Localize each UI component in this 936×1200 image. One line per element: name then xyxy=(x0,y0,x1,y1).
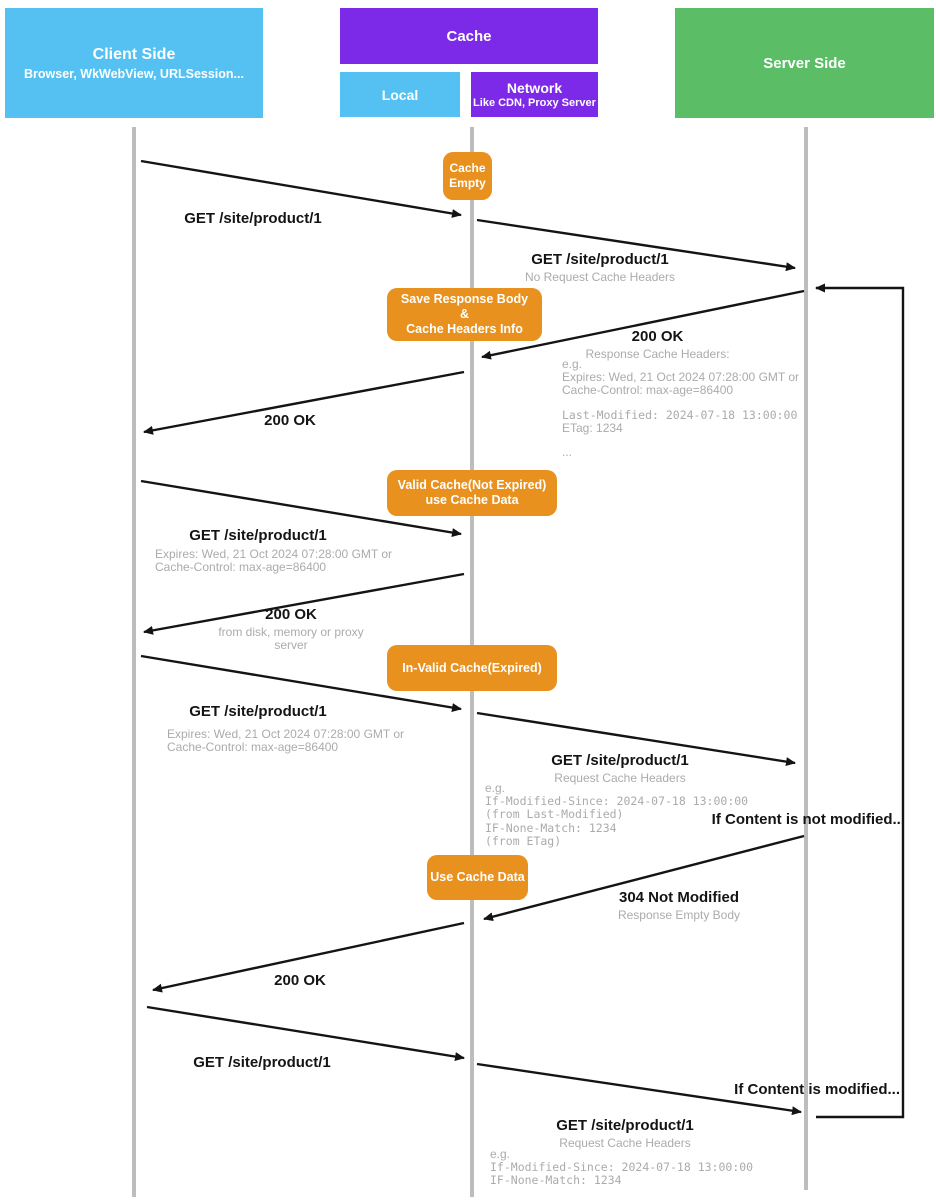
flag-not-modified: If Content is not modified... xyxy=(711,811,905,828)
cache-title: Cache xyxy=(446,27,492,45)
network-title: Network xyxy=(506,80,563,96)
msg-req1-forward: GET /site/product/1 No Request Cache Hea… xyxy=(524,251,676,284)
msg-resp2: 200 OK from disk, memory or proxy server xyxy=(218,606,364,652)
msg-req2-details: Expires: Wed, 21 Oct 2024 07:28:00 GMT o… xyxy=(155,547,393,575)
actor-cache-local: Local xyxy=(340,72,460,117)
note-save-response-body: Save Response Body & Cache Headers Info xyxy=(387,288,542,341)
note-invalid-cache: In-Valid Cache(Expired) xyxy=(387,645,557,691)
arrow-client-to-cache-1 xyxy=(140,159,462,218)
arrow-client-to-cache-2 xyxy=(140,479,462,537)
msg-req4-forward-head: GET /site/product/1 Request Cache Header… xyxy=(556,1117,694,1150)
arrow-client-to-cache-4 xyxy=(146,1005,465,1062)
local-title: Local xyxy=(381,86,419,103)
note-cache-empty: Cache Empty xyxy=(443,152,492,200)
note-valid-cache: Valid Cache(Not Expired) use Cache Data xyxy=(387,470,557,516)
arrow-client-to-cache-3 xyxy=(140,654,462,712)
arrow-cache-to-server-conditional-2 xyxy=(476,1062,802,1116)
msg-req3-details: Expires: Wed, 21 Oct 2024 07:28:00 GMT o… xyxy=(167,727,405,755)
msg-req4-forward-details: e.g. If-Modified-Since: 2024-07-18 13:00… xyxy=(490,1147,754,1188)
arrow-cache-to-client-cached-200ok xyxy=(143,572,465,635)
msg-resp3: 304 Not Modified Response Empty Body xyxy=(617,889,741,922)
actor-server-side: Server Side xyxy=(675,8,934,118)
msg-req3-forward-details: e.g. If-Modified-Since: 2024-07-18 13:00… xyxy=(485,781,749,848)
msg-resp1-forward: 200 OK xyxy=(264,412,316,429)
server-title: Server Side xyxy=(763,54,846,72)
actor-client-side: Client Side Browser, WkWebView, URLSessi… xyxy=(5,8,263,118)
arrow-server-to-cache-200ok xyxy=(481,289,805,360)
msg-req2: GET /site/product/1 xyxy=(189,527,327,544)
msg-resp1-head: 200 OK Response Cache Headers: xyxy=(585,328,730,361)
flag-modified: If Content is modified... xyxy=(734,1081,900,1098)
client-subtitle: Browser, WkWebView, URLSession... xyxy=(24,66,244,81)
note-use-cache-data: Use Cache Data xyxy=(427,855,528,900)
arrow-cache-to-server-1 xyxy=(476,218,796,272)
arrow-cache-to-client-200ok xyxy=(143,370,465,435)
msg-req3: GET /site/product/1 xyxy=(189,703,327,720)
actor-cache-network: Network Like CDN, Proxy Server xyxy=(471,72,598,117)
client-title: Client Side xyxy=(92,45,176,63)
msg-resp1-details: e.g. Expires: Wed, 21 Oct 2024 07:28:00 … xyxy=(562,357,800,460)
arrow-cache-to-client-304-200ok xyxy=(152,921,465,993)
msg-req4: GET /site/product/1 xyxy=(193,1054,331,1071)
msg-resp3-forward: 200 OK xyxy=(274,972,326,989)
arrow-cache-to-server-conditional xyxy=(476,711,796,767)
actor-cache: Cache xyxy=(340,8,598,64)
arrow-server-to-cache-304 xyxy=(483,834,805,922)
loop-back-to-200-ok xyxy=(815,283,905,1119)
msg-req3-forward-head: GET /site/product/1 Request Cache Header… xyxy=(551,752,689,785)
msg-req1: GET /site/product/1 xyxy=(184,210,322,227)
network-subtitle: Like CDN, Proxy Server xyxy=(473,97,596,109)
